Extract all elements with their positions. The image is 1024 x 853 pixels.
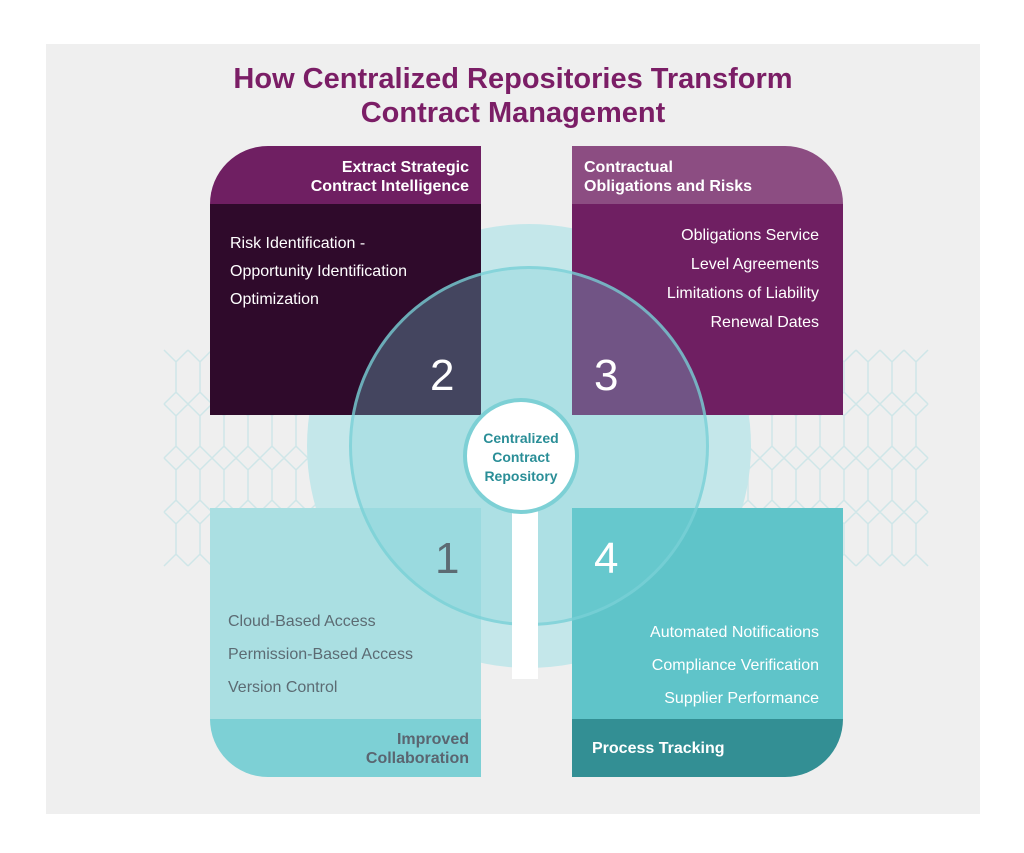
center-label: Centralized Contract Repository	[467, 429, 575, 486]
quadrant-3-item: Renewal Dates	[710, 314, 820, 331]
center-label-line-1: Centralized	[483, 430, 559, 446]
quadrant-3-item: Level Agreements	[690, 256, 819, 273]
quadrant-1-footer: Improved Collaboration	[210, 719, 481, 777]
quadrant-1-item: Permission-Based Access	[228, 646, 413, 663]
quadrant-1-card: Cloud-Based Access Permission-Based Acce…	[210, 508, 481, 777]
center-hub: Centralized Contract Repository	[463, 398, 579, 514]
quadrant-2-header: Extract Strategic Contract Intelligence	[210, 146, 481, 204]
quadrant-4-card: Automated Notifications Compliance Verif…	[572, 508, 843, 777]
quadrant-2-item: Risk Identification -	[230, 235, 366, 252]
quadrant-4-heading: Process Tracking	[592, 740, 725, 757]
quadrant-2-item: Opportunity Identification	[230, 263, 407, 280]
quadrant-2-heading-line-2: Contract Intelligence	[310, 178, 469, 195]
center-label-line-3: Repository	[484, 468, 558, 484]
quadrant-1-item: Cloud-Based Access	[228, 613, 376, 630]
quadrant-3-header: Contractual Obligations and Risks	[572, 146, 843, 204]
quadrant-2-heading: Extract Strategic Contract Intelligence	[311, 158, 469, 196]
quadrant-3-heading-line-2: Obligations and Risks	[584, 178, 753, 195]
title-line-1: How Centralized Repositories Transform	[233, 63, 793, 95]
quadrant-4-footer: Process Tracking	[572, 719, 843, 777]
quadrant-2-number: 2	[430, 351, 455, 400]
quadrant-3-item: Obligations Service	[681, 227, 819, 244]
quadrant-4-item: Compliance Verification	[651, 657, 819, 674]
quadrant-2-item: Optimization	[230, 291, 319, 308]
quadrant-1-item: Version Control	[228, 679, 338, 696]
quadrant-3-number: 3	[594, 351, 619, 400]
quadrant-3-heading-line-1: Contractual	[584, 159, 673, 176]
quadrant-4-item: Automated Notifications	[650, 624, 819, 641]
quadrant-3-item: Limitations of Liability	[666, 285, 819, 302]
repository-stem	[512, 509, 538, 679]
quadrant-1-heading-line-1: Improved	[396, 731, 469, 748]
quadrant-1-number: 1	[435, 534, 460, 583]
title-line-2: Contract Management	[360, 97, 666, 129]
quadrant-4-number: 4	[594, 534, 619, 583]
infographic-title: How Centralized Repositories Transform C…	[46, 62, 980, 130]
quadrant-3-heading: Contractual Obligations and Risks	[584, 158, 752, 196]
quadrant-4-item: Supplier Performance	[664, 690, 819, 707]
quadrant-1-heading-line-2: Collaboration	[365, 750, 469, 767]
quadrant-1-heading: Improved Collaboration	[366, 730, 469, 768]
center-label-line-2: Contract	[492, 449, 550, 465]
quadrant-2-heading-line-1: Extract Strategic	[341, 159, 469, 176]
infographic-canvas: How Centralized Repositories Transform C…	[46, 44, 980, 814]
